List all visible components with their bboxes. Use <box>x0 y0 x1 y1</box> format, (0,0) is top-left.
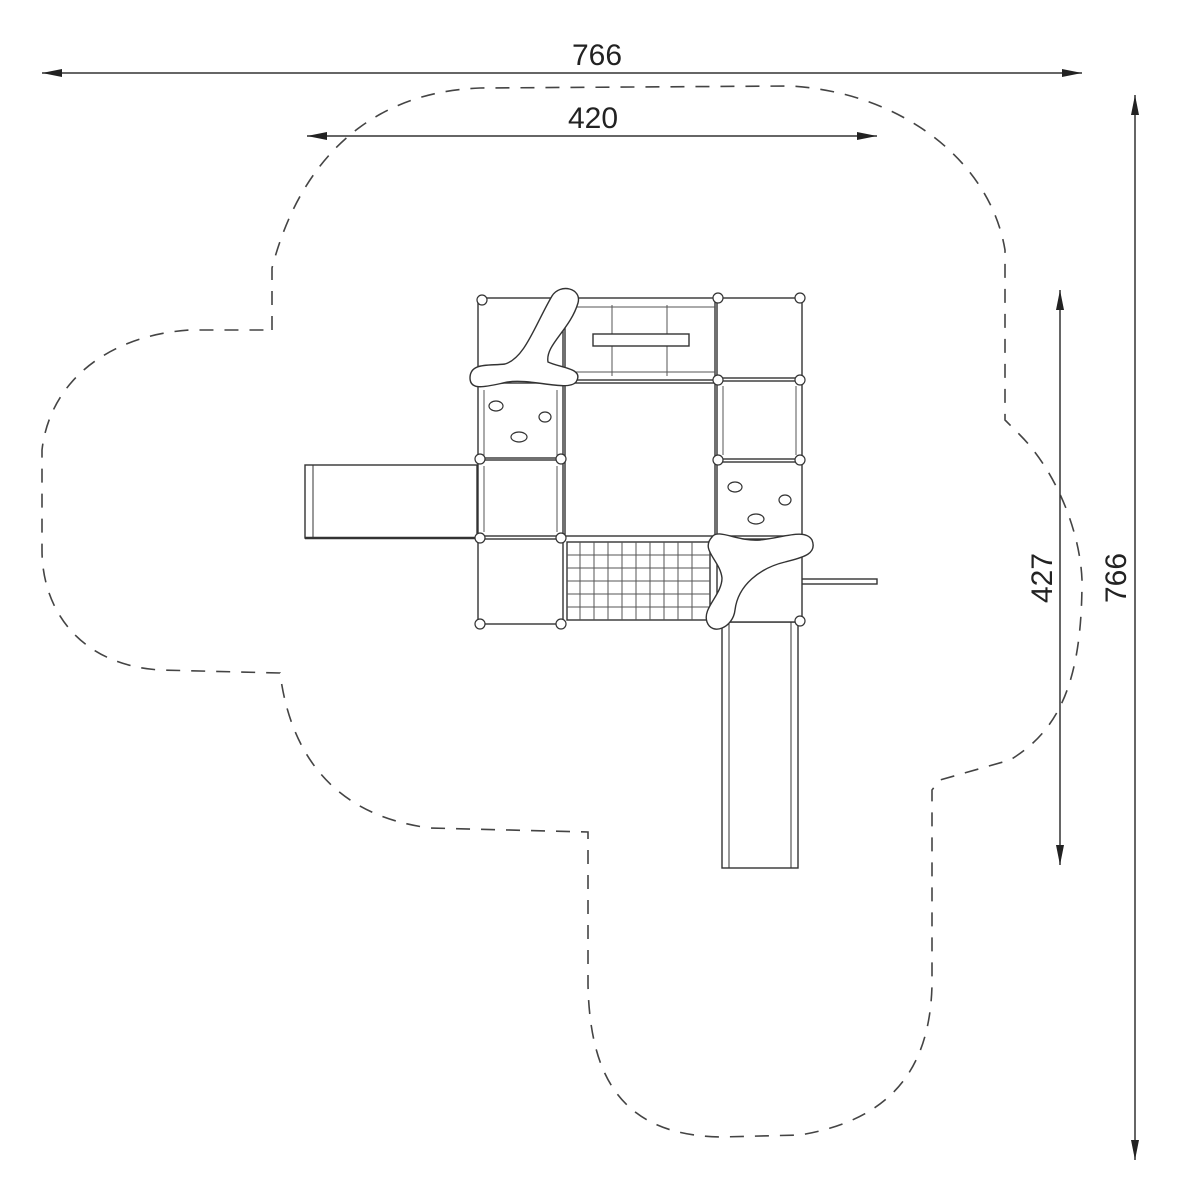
dimension-label-overall-width: 766 <box>572 39 622 72</box>
safety-zone-outline <box>41 85 1083 1138</box>
balance-beam <box>592 333 690 347</box>
corner-posts <box>474 292 806 630</box>
side-handrail <box>799 578 878 585</box>
dimension-label-inner-width: 420 <box>568 102 618 135</box>
tri-connector-top <box>469 287 580 388</box>
top-bridge <box>564 297 716 381</box>
bottom-slide <box>721 621 799 869</box>
dimension-inner-width: 420 <box>307 102 877 140</box>
dimension-overall-height: 766 <box>1100 95 1139 1160</box>
net-bridge <box>566 541 711 621</box>
left-slide <box>304 464 478 540</box>
dimension-label-inner-height: 427 <box>1026 553 1059 603</box>
climbing-wall-left <box>477 382 564 459</box>
central-deck <box>564 382 716 537</box>
dimension-inner-height: 427 <box>1026 290 1064 865</box>
climbing-holds-left <box>488 400 552 443</box>
tri-connector-bottom <box>705 533 814 630</box>
climbing-holds-right <box>727 481 792 525</box>
dimension-label-overall-height: 766 <box>1100 553 1133 603</box>
dimension-overall-width: 766 <box>42 39 1082 77</box>
